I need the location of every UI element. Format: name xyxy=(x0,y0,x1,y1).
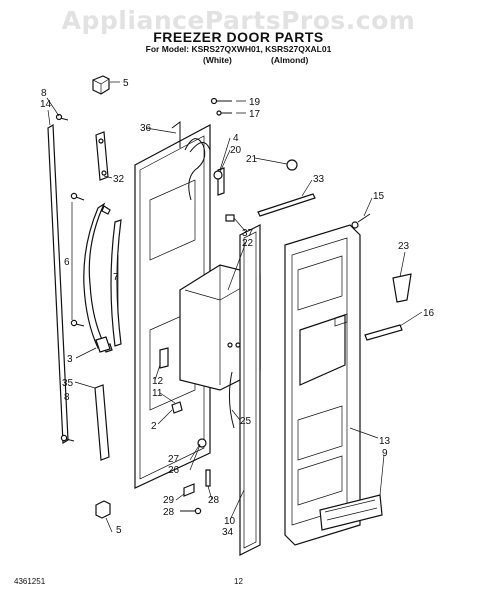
part-21-plug xyxy=(286,159,298,171)
page-number: 12 xyxy=(234,577,243,586)
callout-6: 6 xyxy=(64,257,70,268)
screw-17 xyxy=(216,110,232,116)
screw-top xyxy=(55,113,69,121)
handle-screw-2 xyxy=(70,319,85,327)
leader-lines xyxy=(46,81,423,533)
callout-35: 35 xyxy=(62,378,74,389)
callout-8b: 8 xyxy=(64,392,70,403)
callout-3: 3 xyxy=(67,354,73,365)
callout-5: 5 xyxy=(123,78,129,89)
document-number: 4361251 xyxy=(14,577,46,586)
handle-screw-1 xyxy=(70,192,85,201)
wire-harness xyxy=(171,121,211,201)
upper-hinge xyxy=(95,131,109,181)
part-28-pin xyxy=(205,469,211,487)
model-line: For Model: KSRS27QXWH01, KSRS27QXAL01 xyxy=(145,44,332,54)
part-25-pull xyxy=(228,371,235,429)
callout-33: 33 xyxy=(313,174,325,185)
callout-25: 25 xyxy=(240,416,252,427)
callout-15: 15 xyxy=(373,191,385,202)
top-hinge-cap xyxy=(92,75,110,95)
part-33-strip xyxy=(257,193,316,217)
part-12-bracket xyxy=(159,347,169,369)
callout-4: 4 xyxy=(233,133,239,144)
callout-23: 23 xyxy=(398,241,410,252)
callout-13: 13 xyxy=(379,436,391,447)
callout-7: 7 xyxy=(113,272,119,283)
callout-11: 11 xyxy=(152,388,163,399)
part-13-bin xyxy=(319,494,383,531)
screw-15 xyxy=(351,213,371,229)
callout-16: 16 xyxy=(423,308,435,319)
outer-door-panel xyxy=(134,124,211,489)
screw-19 xyxy=(210,97,232,105)
callout-37: 37 xyxy=(242,228,254,239)
callout-9: 9 xyxy=(382,448,388,459)
callout-22: 22 xyxy=(242,238,254,249)
callout-5b: 5 xyxy=(116,525,122,536)
callout-32: 32 xyxy=(113,174,125,185)
diagram-title: FREEZER DOOR PARTS xyxy=(153,29,324,45)
watermark: AppliancePartsPros.com xyxy=(61,6,416,35)
callout-26: 26 xyxy=(168,465,180,476)
part-16-drip-strip xyxy=(364,324,403,341)
callout-28: 28 xyxy=(208,495,220,506)
callout-29: 29 xyxy=(163,495,175,506)
callout-27: 27 xyxy=(168,454,180,465)
screw-bottom xyxy=(60,434,75,442)
part-23-chute xyxy=(392,273,412,303)
part-2-switch xyxy=(171,401,183,414)
callout-14: 14 xyxy=(40,99,52,110)
callout-28-lower: 28 xyxy=(163,507,175,518)
callout-10: 10 xyxy=(224,516,236,527)
callout-21: 21 xyxy=(246,154,258,165)
callout-2: 2 xyxy=(151,421,157,432)
screw-28-lower xyxy=(180,507,202,515)
callout-17: 17 xyxy=(249,109,261,120)
bottom-hinge-cap xyxy=(95,500,111,519)
lower-hinge xyxy=(95,336,111,353)
door-handle xyxy=(83,202,113,353)
door-gasket xyxy=(239,224,261,556)
part-20-grommet xyxy=(213,170,223,180)
handle-insert xyxy=(110,219,122,347)
callout-34: 34 xyxy=(222,527,234,538)
callout-8: 8 xyxy=(41,88,47,99)
callout-36: 36 xyxy=(140,123,152,134)
part-29-bracket xyxy=(183,483,195,497)
door-liner xyxy=(284,224,361,546)
color-white-label: (White) xyxy=(203,55,232,65)
callouts: 5 8 14 19 17 36 4 20 21 32 33 15 6 7 37 … xyxy=(40,78,435,538)
color-almond-label: (Almond) xyxy=(271,55,309,65)
callout-12: 12 xyxy=(152,376,164,387)
lower-trim xyxy=(94,384,110,461)
callout-20: 20 xyxy=(230,145,242,156)
callout-19: 19 xyxy=(249,97,261,108)
